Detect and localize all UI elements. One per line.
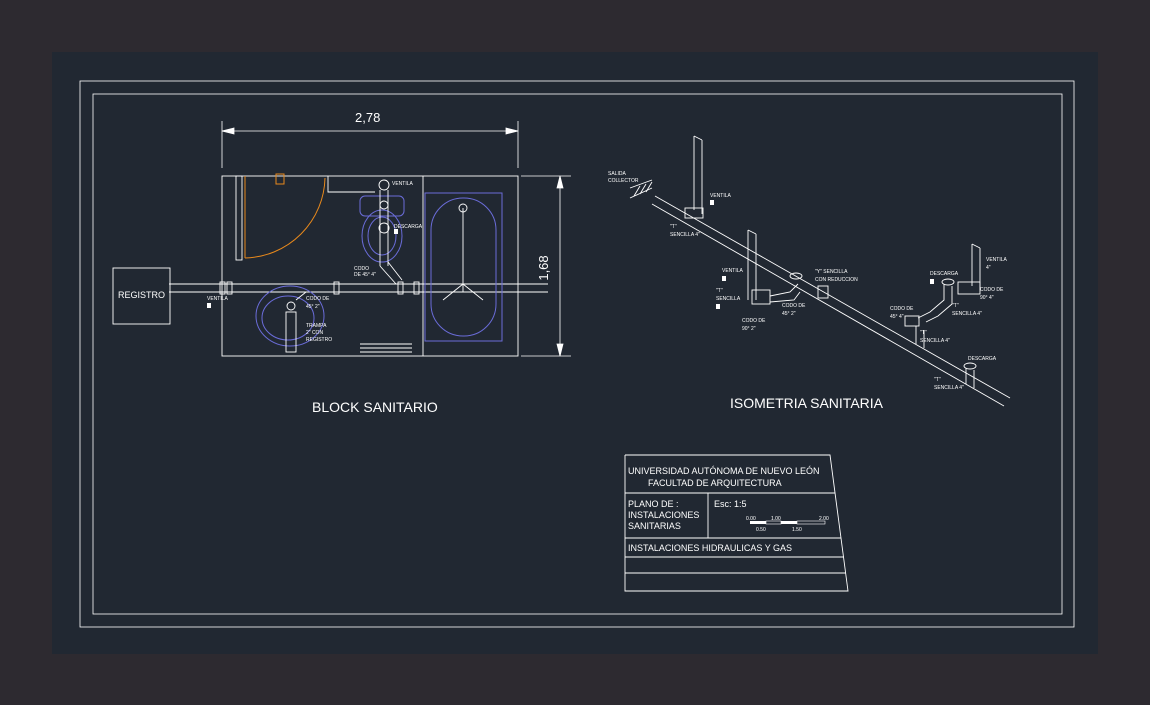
toilet-vent: [378, 179, 403, 285]
drawing-canvas[interactable]: [52, 52, 1098, 654]
scale-tick-5: 1.50: [792, 527, 802, 533]
iso-ventila-3-l1: VENTILA: [986, 257, 1008, 263]
iso-reduccion-l2: CON REDUCCION: [815, 277, 858, 283]
iso-t3-l2: SENCILLA 4": [952, 311, 982, 317]
iso-title: ISOMETRIA SANITARIA: [730, 395, 884, 411]
plano-line1: PLANO DE :: [628, 499, 679, 509]
iso-codo45-4-l1: CODO DE: [890, 306, 914, 312]
dimension-height: [521, 175, 571, 357]
sink-trap: [285, 291, 307, 353]
dimension-height-label: 1,68: [536, 255, 551, 280]
registro-box: [112, 267, 171, 325]
scale-tick-2: 1.00: [771, 516, 781, 522]
iso-vent-1: [684, 135, 704, 219]
plan-title: BLOCK SANITARIO: [312, 399, 438, 415]
scale-tick-1: 0.00: [746, 516, 756, 522]
iso-t3-l1: "T": [952, 303, 959, 309]
iso-codo45-4-l2: 45° 4": [890, 314, 904, 320]
iso-main-pipe: [629, 179, 1011, 407]
plan-ventila-top: VENTILA: [392, 181, 414, 187]
iso-vent-3: [904, 243, 981, 388]
iso-t1-l2: SENCILLA 4": [670, 232, 700, 238]
scale-label: Esc: 1:5: [714, 499, 747, 509]
plan-descarga: DESCARGA: [394, 224, 423, 230]
plan-ventila-left: VENTILA: [207, 296, 229, 302]
isometric-view: SALIDA COLLECTOR VENTILA "T" SENCILLA 4"…: [608, 135, 1011, 411]
registro-label: REGISTRO: [118, 290, 165, 300]
plan-codo-45-4-l1: CODO: [354, 266, 369, 272]
plano-line3: SANITARIAS: [628, 521, 681, 531]
iso-ventila-1-marker: [710, 200, 714, 205]
iso-ventila-1: VENTILA: [710, 193, 732, 199]
plan-trampa-l3: REGISTRO: [306, 337, 332, 343]
iso-t4-l2: SENCILLA 4": [920, 338, 950, 344]
toilet-fixture: [359, 195, 405, 263]
plano-line2: INSTALACIONES: [628, 510, 699, 520]
main-drain-pipe: [169, 281, 548, 295]
iso-codo90-2-l1: CODO DE: [742, 318, 766, 324]
dimension-width: [221, 121, 519, 168]
iso-descarga-2: DESCARGA: [968, 356, 997, 362]
iso-t4-l1: "T": [920, 330, 927, 336]
shower-drain: [442, 203, 484, 301]
plan-trampa-l1: TRAMPA: [306, 323, 327, 329]
bathtub-fixture: [424, 192, 503, 342]
plan-view: 2,78 1,68: [112, 110, 571, 415]
iso-t2-l2: SENCILLA: [716, 296, 741, 302]
plan-trampa-l2: 2" CON: [306, 330, 323, 336]
iso-ventila-2: VENTILA: [722, 268, 744, 274]
sheet-border: [79, 80, 1075, 628]
room-walls: [221, 175, 519, 357]
iso-ventila-2-marker: [722, 276, 726, 281]
iso-ventila-3-l2: 4": [986, 265, 991, 271]
door-swing: [244, 173, 326, 259]
iso-reduccion-l1: "Y" SENCILLA: [815, 269, 848, 275]
iso-codo45-2-l1: CODO DE: [782, 303, 806, 309]
university-name: UNIVERSIDAD AUTÓNOMA DE NUEVO LEÓN: [628, 466, 820, 476]
iso-descarga-1-marker: [930, 279, 934, 284]
plan-descarga-marker: [394, 229, 398, 234]
iso-t5-l1: "T": [934, 377, 941, 383]
sink-fixture: [255, 285, 325, 347]
title-block: UNIVERSIDAD AUTÓNOMA DE NUEVO LEÓN FACUL…: [624, 454, 849, 592]
scale-tick-3: 2.00: [819, 516, 829, 522]
plan-codo-45-2-l1: CODO DE: [306, 296, 330, 302]
dimension-width-label: 2,78: [355, 110, 380, 125]
iso-t1-l1: "T": [670, 224, 677, 230]
iso-salida-l1: SALIDA: [608, 171, 626, 177]
iso-t5-l2: SENCILLA 4": [934, 385, 964, 391]
iso-t2-l1: "T": [716, 288, 723, 294]
iso-t2-marker: [716, 304, 720, 309]
plan-ventila-marker: [207, 303, 211, 308]
scale-tick-4: 0.50: [756, 527, 766, 533]
iso-codo45-2-l2: 45° 2": [782, 311, 796, 317]
scale-bar: [750, 520, 826, 525]
iso-codo90-4-l1: CODO DE: [980, 287, 1004, 293]
iso-descarga-1: DESCARGA: [930, 271, 959, 277]
plan-codo-45-4-l2: DE 45° 4": [354, 272, 376, 278]
plan-codo-45-2-l2: 45° 2": [306, 304, 320, 310]
iso-codo90-2-l2: 90° 2": [742, 326, 756, 332]
iso-salida-l2: COLLECTOR: [608, 178, 639, 184]
subject-label: INSTALACIONES HIDRAULICAS Y GAS: [628, 543, 792, 553]
iso-codo90-4-l2: 90° 4": [980, 295, 994, 301]
faculty-name: FACULTAD DE ARQUITECTURA: [648, 478, 782, 488]
iso-vent-2: [747, 229, 829, 305]
